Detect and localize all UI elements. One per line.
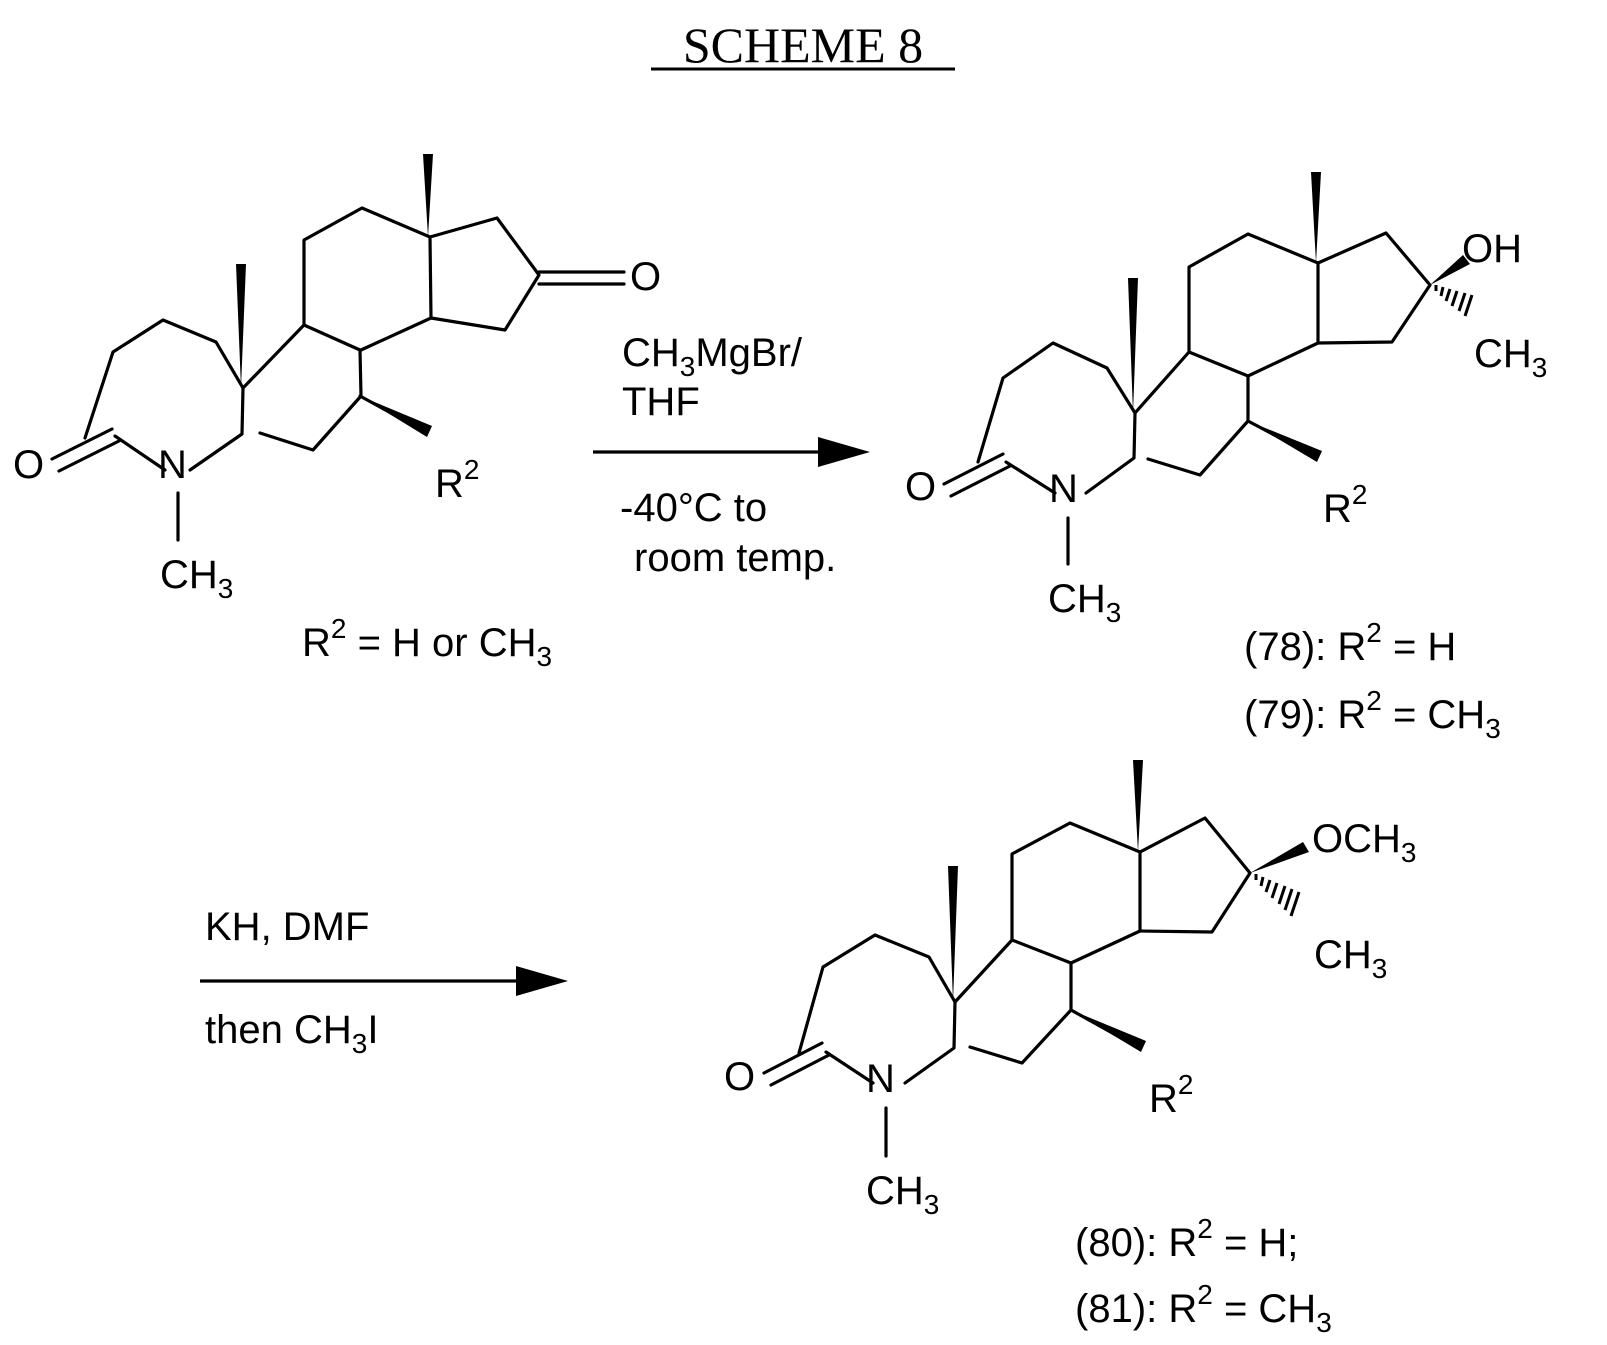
c17-ome-wedge	[1250, 842, 1309, 873]
c13-methyl-wedge	[423, 154, 433, 237]
r2-label: R2	[1323, 479, 1367, 531]
c7-r2-wedge	[1248, 421, 1322, 462]
product-alcohol-atom-labels: O N CH3 R2 OH CH3	[905, 227, 1547, 628]
step1-reagent-line2: THF	[622, 380, 700, 424]
compound-78-label: (78): R2 = H	[1244, 617, 1456, 669]
lactam-oxygen-label: O	[13, 443, 44, 487]
scheme-title: SCHEME 8	[651, 17, 955, 73]
step1-conditions-line2: room temp.	[634, 536, 836, 580]
c17-methyl-hash	[1256, 874, 1299, 916]
product-alcohol-structure: O N CH3 R2 OH CH3 (78): R2 = H (79): R2 …	[905, 172, 1547, 744]
ketone-oxygen-label: O	[630, 255, 661, 299]
c7-r2-wedge	[360, 396, 432, 437]
step2-reaction-arrow: KH, DMF then CH3I	[200, 905, 568, 1059]
nitrogen-label: N	[866, 1057, 895, 1101]
n-methyl-label: CH3	[866, 1169, 939, 1220]
step1-reagent-line1: CH3MgBr/	[622, 331, 803, 382]
compound-81-label: (81): R2 = CH3	[1075, 1279, 1332, 1338]
n-methyl-label: CH3	[1048, 577, 1121, 628]
c7-r2-wedge	[1071, 1010, 1146, 1052]
step1-conditions-line1: -40°C to	[620, 486, 767, 530]
c10-methyl-wedge	[1128, 278, 1138, 413]
c17-methyl-label: CH3	[1474, 332, 1547, 383]
r2-label: R2	[1149, 1069, 1193, 1121]
c17-methyl-hash	[1436, 285, 1472, 316]
product-alcohol-compound-labels: (78): R2 = H (79): R2 = CH3	[1244, 617, 1501, 744]
step2-arrow-head	[516, 966, 568, 996]
compound-80-label: (80): R2 = H;	[1075, 1213, 1298, 1265]
nitrogen-label: N	[158, 443, 187, 487]
starting-material-stereo	[236, 154, 433, 437]
step1-arrow-head	[818, 437, 870, 467]
product-ether-stereo	[948, 760, 1309, 1052]
r2-label: R2	[435, 454, 479, 506]
scheme-title-text: SCHEME 8	[683, 17, 923, 73]
product-ether-compound-labels: (80): R2 = H; (81): R2 = CH3	[1075, 1213, 1332, 1338]
c10-methyl-wedge	[236, 264, 246, 388]
lactam-oxygen-label: O	[724, 1055, 755, 1099]
n-methyl-label: CH3	[160, 553, 233, 604]
lactam-oxygen-label: O	[905, 465, 936, 509]
compound-79-label: (79): R2 = CH3	[1244, 685, 1501, 744]
nitrogen-label: N	[1049, 467, 1078, 511]
product-alcohol-stereo	[1128, 172, 1472, 462]
methoxy-label: OCH3	[1312, 817, 1416, 868]
c13-methyl-wedge	[1133, 760, 1143, 852]
c13-methyl-wedge	[1311, 172, 1321, 263]
product-alcohol-bonds	[944, 233, 1430, 564]
product-ether-structure: O N CH3 R2 OCH3 CH3 (80): R2 = H; (81): …	[724, 760, 1416, 1338]
starting-material-bonds	[52, 208, 624, 540]
hydroxyl-label: OH	[1462, 227, 1522, 271]
c10-methyl-wedge	[948, 866, 958, 1002]
starting-material-definition: R2 = H or CH3	[302, 613, 552, 672]
c17-methyl-label: CH3	[1314, 933, 1387, 984]
product-ether-atom-labels: O N CH3 R2 OCH3 CH3	[724, 817, 1416, 1220]
step2-conditions-line1: then CH3I	[205, 1008, 378, 1059]
starting-material-structure: O N O CH3 R2 R2 = H or CH3	[13, 154, 661, 672]
step1-reaction-arrow: CH3MgBr/ THF -40°C to room temp.	[593, 331, 870, 580]
step2-reagent-line1: KH, DMF	[205, 905, 369, 949]
